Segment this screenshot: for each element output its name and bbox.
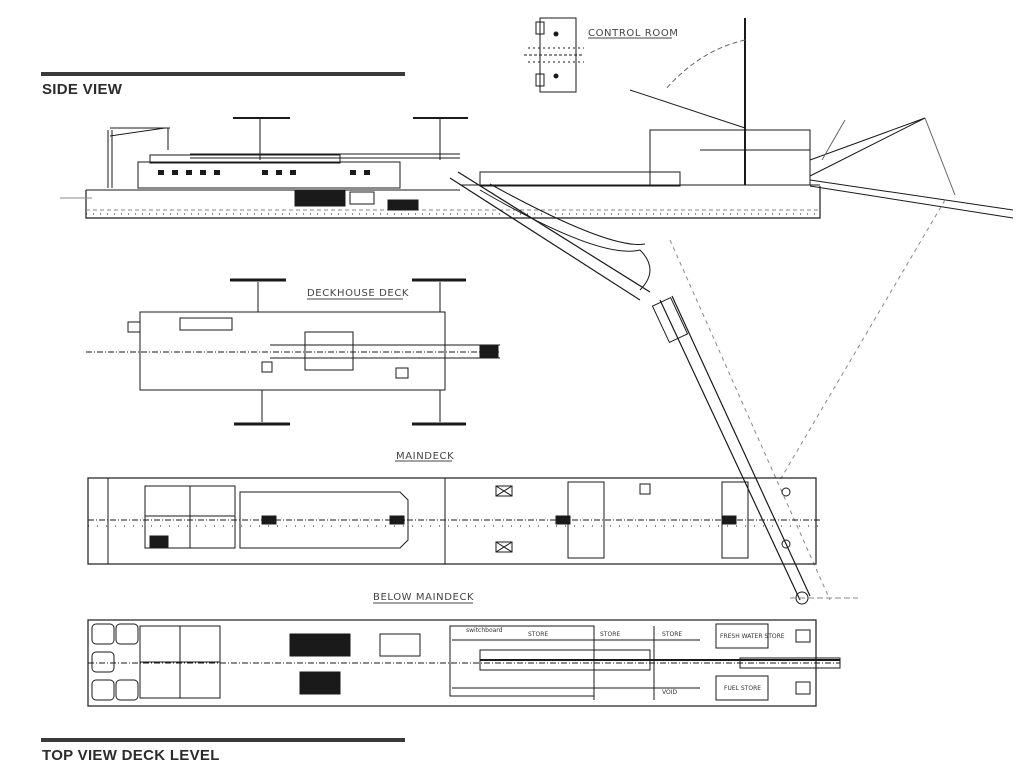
fuel-store-label: FUEL STORE <box>724 685 761 692</box>
switchboard-label: switchboard <box>466 627 503 634</box>
side-view-heading: SIDE VIEW <box>42 81 123 98</box>
deckhouse-deck-plan <box>86 278 500 426</box>
control-room-label: CONTROL ROOM <box>588 28 679 39</box>
void-label: VOID <box>662 689 677 696</box>
top-view-heading: TOP VIEW DECK LEVEL <box>42 747 220 764</box>
top-view-rule <box>41 738 405 742</box>
dredge-ladder <box>449 171 946 605</box>
store-label-2: STORE <box>600 631 620 638</box>
side-view-drawing <box>60 18 1014 219</box>
below-maindeck-plan <box>87 619 841 707</box>
fresh-water-store-label: FRESH WATER STORE <box>720 633 785 640</box>
deckhouse-deck-label: DECKHOUSE DECK <box>307 288 409 299</box>
maindeck-plan <box>87 477 820 565</box>
below-maindeck-label: BELOW MAINDECK <box>373 592 474 603</box>
store-label-1: STORE <box>528 631 548 638</box>
maindeck-label: MAINDECK <box>396 451 454 462</box>
side-view-rule <box>41 72 405 76</box>
store-label-3: STORE <box>662 631 682 638</box>
control-room-plan <box>524 17 672 93</box>
